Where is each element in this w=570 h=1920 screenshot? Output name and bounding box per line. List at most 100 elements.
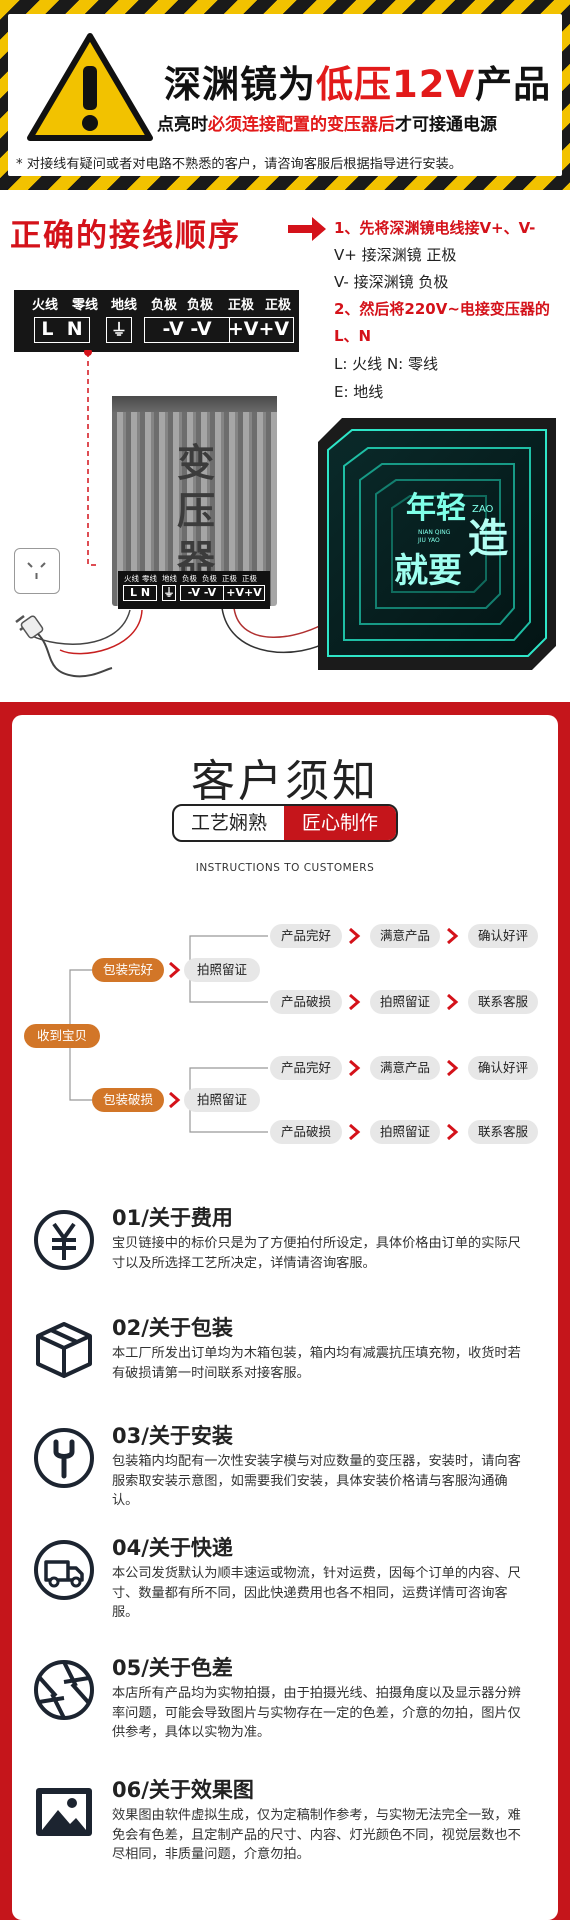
terminal-label: 零线 <box>72 298 99 313</box>
ground-icon: ⏚ <box>162 585 176 601</box>
item-heading: 06/关于效果图 <box>112 1778 254 1802</box>
flow-step: 确认好评 <box>468 1056 538 1080</box>
wiring-lines <box>29 350 330 655</box>
terminal-label-bar: 火线 零线 地线 负极 负极 正极 正极 L N ⏚ -V -V +V+V <box>14 290 299 352</box>
notice-item-packaging: 02/关于包装 本工厂所发出订单均为木箱包装，箱内均有减震抗压填充物，收货时若有… <box>0 1310 570 1420</box>
item-body: 效果图由软件虚拟生成，仅为定稿制作参考，与实物无法完全一致，难免会有色差，且定制… <box>112 1808 521 1862</box>
item-heading: 02/关于包装 <box>112 1316 233 1340</box>
wiring-legend-ln: L: 火线 N: 零线 <box>334 355 438 373</box>
transformer-ln-cell: L N <box>123 585 157 601</box>
terminal-pos-cell: +V+V <box>224 317 294 343</box>
notice-badge: 工艺娴熟 匠心制作 <box>172 804 398 842</box>
flow-photo: 拍照留证 <box>184 958 260 982</box>
chevron-right-icon <box>349 1124 361 1140</box>
flow-photo: 拍照留证 <box>184 1088 260 1112</box>
item-heading: 05/关于色差 <box>112 1656 233 1680</box>
terminal-label: 正极 <box>265 298 292 313</box>
transformer-terminal-label: 火线 <box>124 574 139 583</box>
terminal-ln-cell: L N <box>34 317 90 343</box>
warning-subtitle: 点亮时必须连接配置的变压器后才可接通电源 <box>157 115 497 135</box>
yen-icon <box>34 1210 94 1270</box>
ground-icon: ⏚ <box>106 317 132 343</box>
wiring-legend-e: E: 地线 <box>334 383 384 401</box>
transformer-char: 变 <box>176 441 215 485</box>
flow-step: 拍照留证 <box>370 1120 440 1144</box>
wiring-step-2-cont: L、N <box>334 327 372 345</box>
terminal-neg-cell: -V -V <box>144 317 230 343</box>
transformer-terminal-label: 地线 <box>162 574 177 583</box>
mirror-text: 年轻 <box>406 491 466 526</box>
flow-step: 确认好评 <box>468 924 538 948</box>
flow-step: 拍照留证 <box>370 990 440 1014</box>
flow-step: 联系客服 <box>468 1120 538 1144</box>
warning-note: * 对接线有疑问或者对电路不熟悉的客户，请咨询客服后根据指导进行安装。 <box>16 157 462 172</box>
notice-item-render: 06/关于效果图 效果图由软件虚拟生成，仅为定稿制作参考，与实物无法完全一致，难… <box>0 1772 570 1882</box>
chevron-right-icon <box>447 1124 459 1140</box>
arrow-right-icon <box>288 217 326 241</box>
wiring-step-2: 2、然后将220V~电接变压器的 <box>334 300 550 318</box>
flow-step: 产品破损 <box>270 990 342 1014</box>
flow-branch-good: 包装完好 <box>92 958 164 982</box>
terminal-label: 正极 <box>228 298 255 313</box>
chevron-right-icon <box>447 928 459 944</box>
item-body: 包装箱内均配有一次性安装字模与对应数量的变压器，安装时，请向客服索取安装示意图，… <box>112 1454 521 1508</box>
flow-step: 产品完好 <box>270 1056 342 1080</box>
flow-step: 满意产品 <box>370 1056 440 1080</box>
transformer-terminal-label: 正极 <box>242 574 257 583</box>
notice-card <box>12 715 558 1920</box>
badge-left: 工艺娴熟 <box>190 812 267 834</box>
mirror-text: 造 <box>468 516 508 562</box>
terminal-label: 负极 <box>187 298 214 313</box>
wiring-step-vplus: V+ 接深渊镜 正极 <box>334 246 457 264</box>
notice-item-install: 03/关于安装 包装箱内均配有一次性安装字模与对应数量的变压器，安装时，请向客服… <box>0 1418 570 1528</box>
power-plug-icon <box>15 615 113 678</box>
image-icon <box>36 1788 92 1836</box>
aperture-icon <box>34 1660 94 1720</box>
badge-right: 匠心制作 <box>284 806 396 840</box>
notice-item-color: 05/关于色差 本店所有产品均为实物拍摄，由于拍摄光线、拍摄角度以及显示器分辨率… <box>0 1650 570 1760</box>
transformer-terminal-label: 负极 <box>202 574 217 583</box>
chevron-right-icon <box>169 1092 181 1108</box>
chevron-right-icon <box>169 962 181 978</box>
notice-subtitle: INSTRUCTIONS TO CUSTOMERS <box>195 862 375 874</box>
item-body: 本公司发货默认为顺丰速运或物流，针对运费，因每个订单的内容、尺寸、数量都有所不同… <box>112 1566 521 1620</box>
wiring-step-1: 1、先将深渊镜电线接V+、V- <box>334 219 536 237</box>
item-heading: 04/关于快递 <box>112 1536 233 1560</box>
terminal-label: 负极 <box>151 298 178 313</box>
receipt-flow-diagram: 收到宝贝 包装完好 拍照留证 包装破损 拍照留证 产品完好 满意产品 确认好评 … <box>0 900 570 1160</box>
warning-triangle-icon <box>27 33 153 141</box>
transformer-terminal-label: 正极 <box>222 574 237 583</box>
transformer-terminal-label: 负极 <box>182 574 197 583</box>
mirror-text: 就要 <box>394 551 462 591</box>
chevron-right-icon <box>349 1060 361 1076</box>
item-heading: 03/关于安装 <box>112 1424 233 1448</box>
notice-item-fee: 01/关于费用 宝贝链接中的标价只是为了方便拍付所设定，具体价格由订单的实际尺寸… <box>0 1200 570 1310</box>
chevron-right-icon <box>447 994 459 1010</box>
item-heading: 01/关于费用 <box>112 1206 233 1230</box>
warning-banner: 深渊镜为低压12V产品 点亮时必须连接配置的变压器后才可接通电源 * 对接线有疑… <box>0 0 570 190</box>
item-body: 本工厂所发出订单均为木箱包装，箱内均有减震抗压填充物，收货时若有破损请第一时间联… <box>112 1346 521 1381</box>
truck-icon <box>34 1540 94 1600</box>
mirror-text: JIU YAO <box>417 537 440 544</box>
terminal-label: 火线 <box>32 298 59 313</box>
flow-step: 满意产品 <box>370 924 440 948</box>
transformer-neg-cell: -V -V <box>180 585 224 601</box>
wiring-title: 正确的接线顺序 <box>10 218 241 254</box>
notice-item-shipping: 04/关于快递 本公司发货默认为顺丰速运或物流，针对运费，因每个订单的内容、尺寸… <box>0 1530 570 1640</box>
mirror-text: NIAN QING <box>418 529 451 536</box>
flow-step: 产品破损 <box>270 1120 342 1144</box>
item-body: 本店所有产品均为实物拍摄，由于拍摄光线、拍摄角度以及显示器分辨率问题，可能会导致… <box>112 1686 521 1740</box>
warning-panel: 深渊镜为低压12V产品 点亮时必须连接配置的变压器后才可接通电源 * 对接线有疑… <box>8 14 562 176</box>
warning-title: 深渊镜为低压12V产品 <box>164 63 552 106</box>
transformer-terminal-bar: 火线 零线 地线 负极 负极 正极 正极 L N ⏚ -V -V +V+V <box>118 571 270 609</box>
infinity-mirror-product-image: 年轻 就要 造 ZAO NIAN QING JIU YAO <box>318 418 556 670</box>
wall-socket-icon <box>14 548 60 594</box>
box-icon <box>36 1322 92 1378</box>
chevron-right-icon <box>349 928 361 944</box>
transformer-terminal-label: 零线 <box>142 574 157 583</box>
wiring-step-vminus: V- 接深渊镜 负极 <box>334 273 449 291</box>
item-body: 宝贝链接中的标价只是为了方便拍付所设定，具体价格由订单的实际尺寸以及所选择工艺所… <box>112 1236 521 1271</box>
mirror-text: ZAO <box>472 504 494 515</box>
terminal-label: 地线 <box>111 298 138 313</box>
